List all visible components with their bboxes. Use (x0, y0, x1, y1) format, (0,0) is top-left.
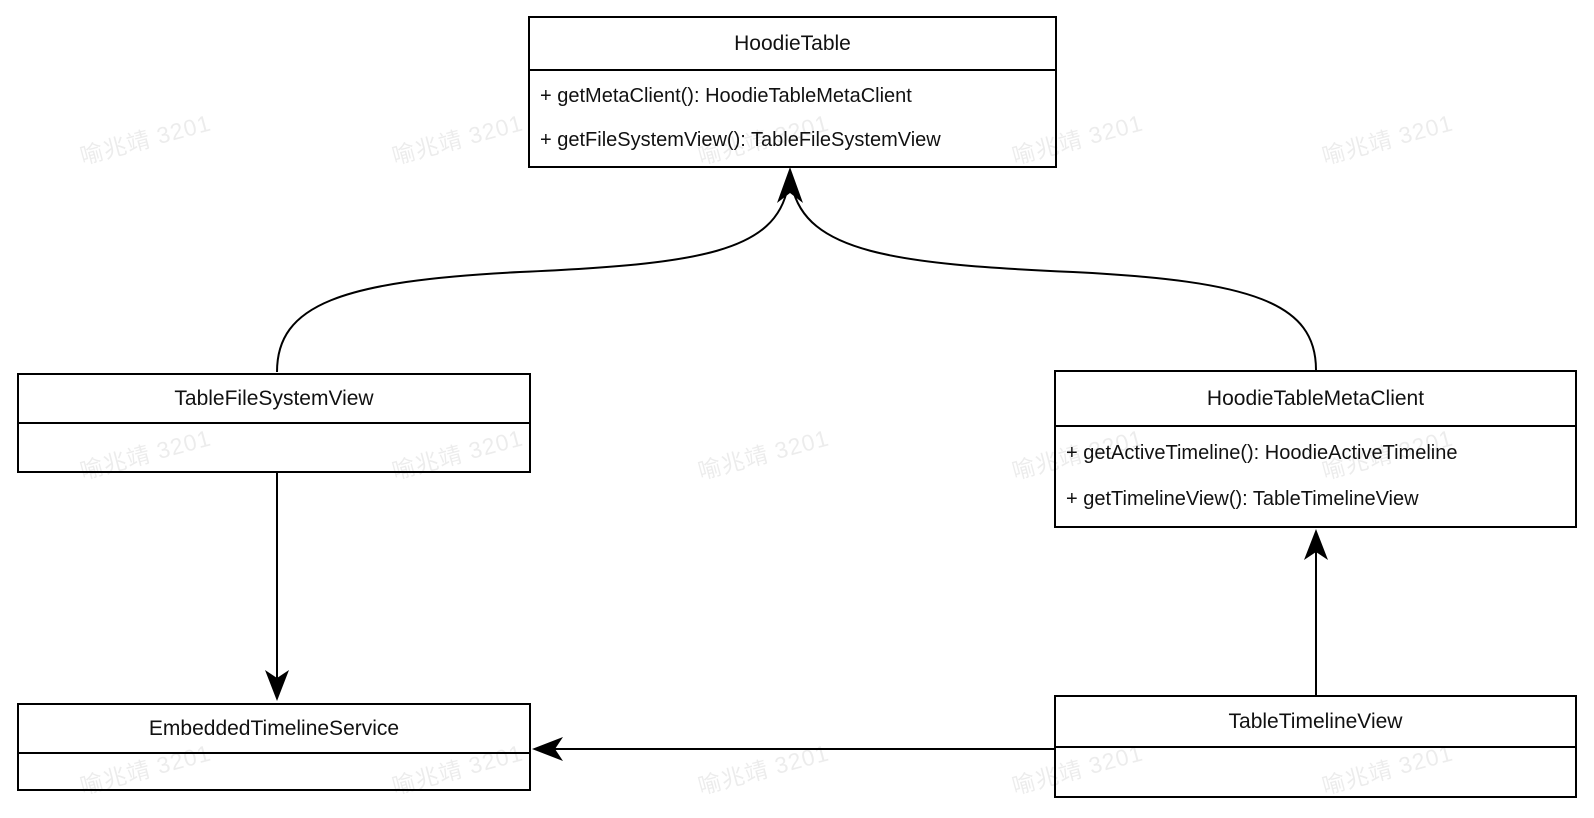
class-methods: + getActiveTimeline(): HoodieActiveTimel… (1056, 427, 1575, 526)
class-title: HoodieTableMetaClient (1056, 372, 1575, 427)
class-box-embeddedtimelineservice: EmbeddedTimelineService (17, 703, 531, 791)
arrowhead-up-hoodietablemetaclient-icon (1304, 529, 1328, 560)
method-getmetaclient: + getMetaClient(): HoodieTableMetaClient (540, 85, 912, 108)
class-methods: + getMetaClient(): HoodieTableMetaClient… (530, 71, 1055, 166)
class-box-tablefilesystemview: TableFileSystemView (17, 373, 531, 473)
arrowhead-down-embeddedtimelineservice-icon (265, 670, 289, 701)
arrowhead-up-hoodietable-icon (777, 167, 803, 203)
method-getactivetimeline: + getActiveTimeline(): HoodieActiveTimel… (1066, 442, 1458, 465)
arrowhead-left-embeddedtimelineservice-icon (532, 737, 563, 761)
class-title: HoodieTable (530, 18, 1055, 71)
class-title: TableTimelineView (1056, 697, 1575, 748)
method-getfilesystemview: + getFileSystemView(): TableFileSystemVi… (540, 128, 941, 151)
edge-tablefilesystemview-to-hoodietable (276, 185, 789, 373)
class-box-hoodietablemetaclient: HoodieTableMetaClient + getActiveTimelin… (1054, 370, 1577, 528)
class-title: TableFileSystemView (19, 375, 529, 424)
class-box-hoodietable: HoodieTable + getMetaClient(): HoodieTab… (528, 16, 1057, 168)
edge-hoodietablemetaclient-to-hoodietable (791, 185, 1317, 371)
method-gettimelineview: + getTimelineView(): TableTimelineView (1066, 487, 1419, 510)
class-box-tabletimelineview: TableTimelineView (1054, 695, 1577, 798)
class-title: EmbeddedTimelineService (19, 705, 529, 754)
